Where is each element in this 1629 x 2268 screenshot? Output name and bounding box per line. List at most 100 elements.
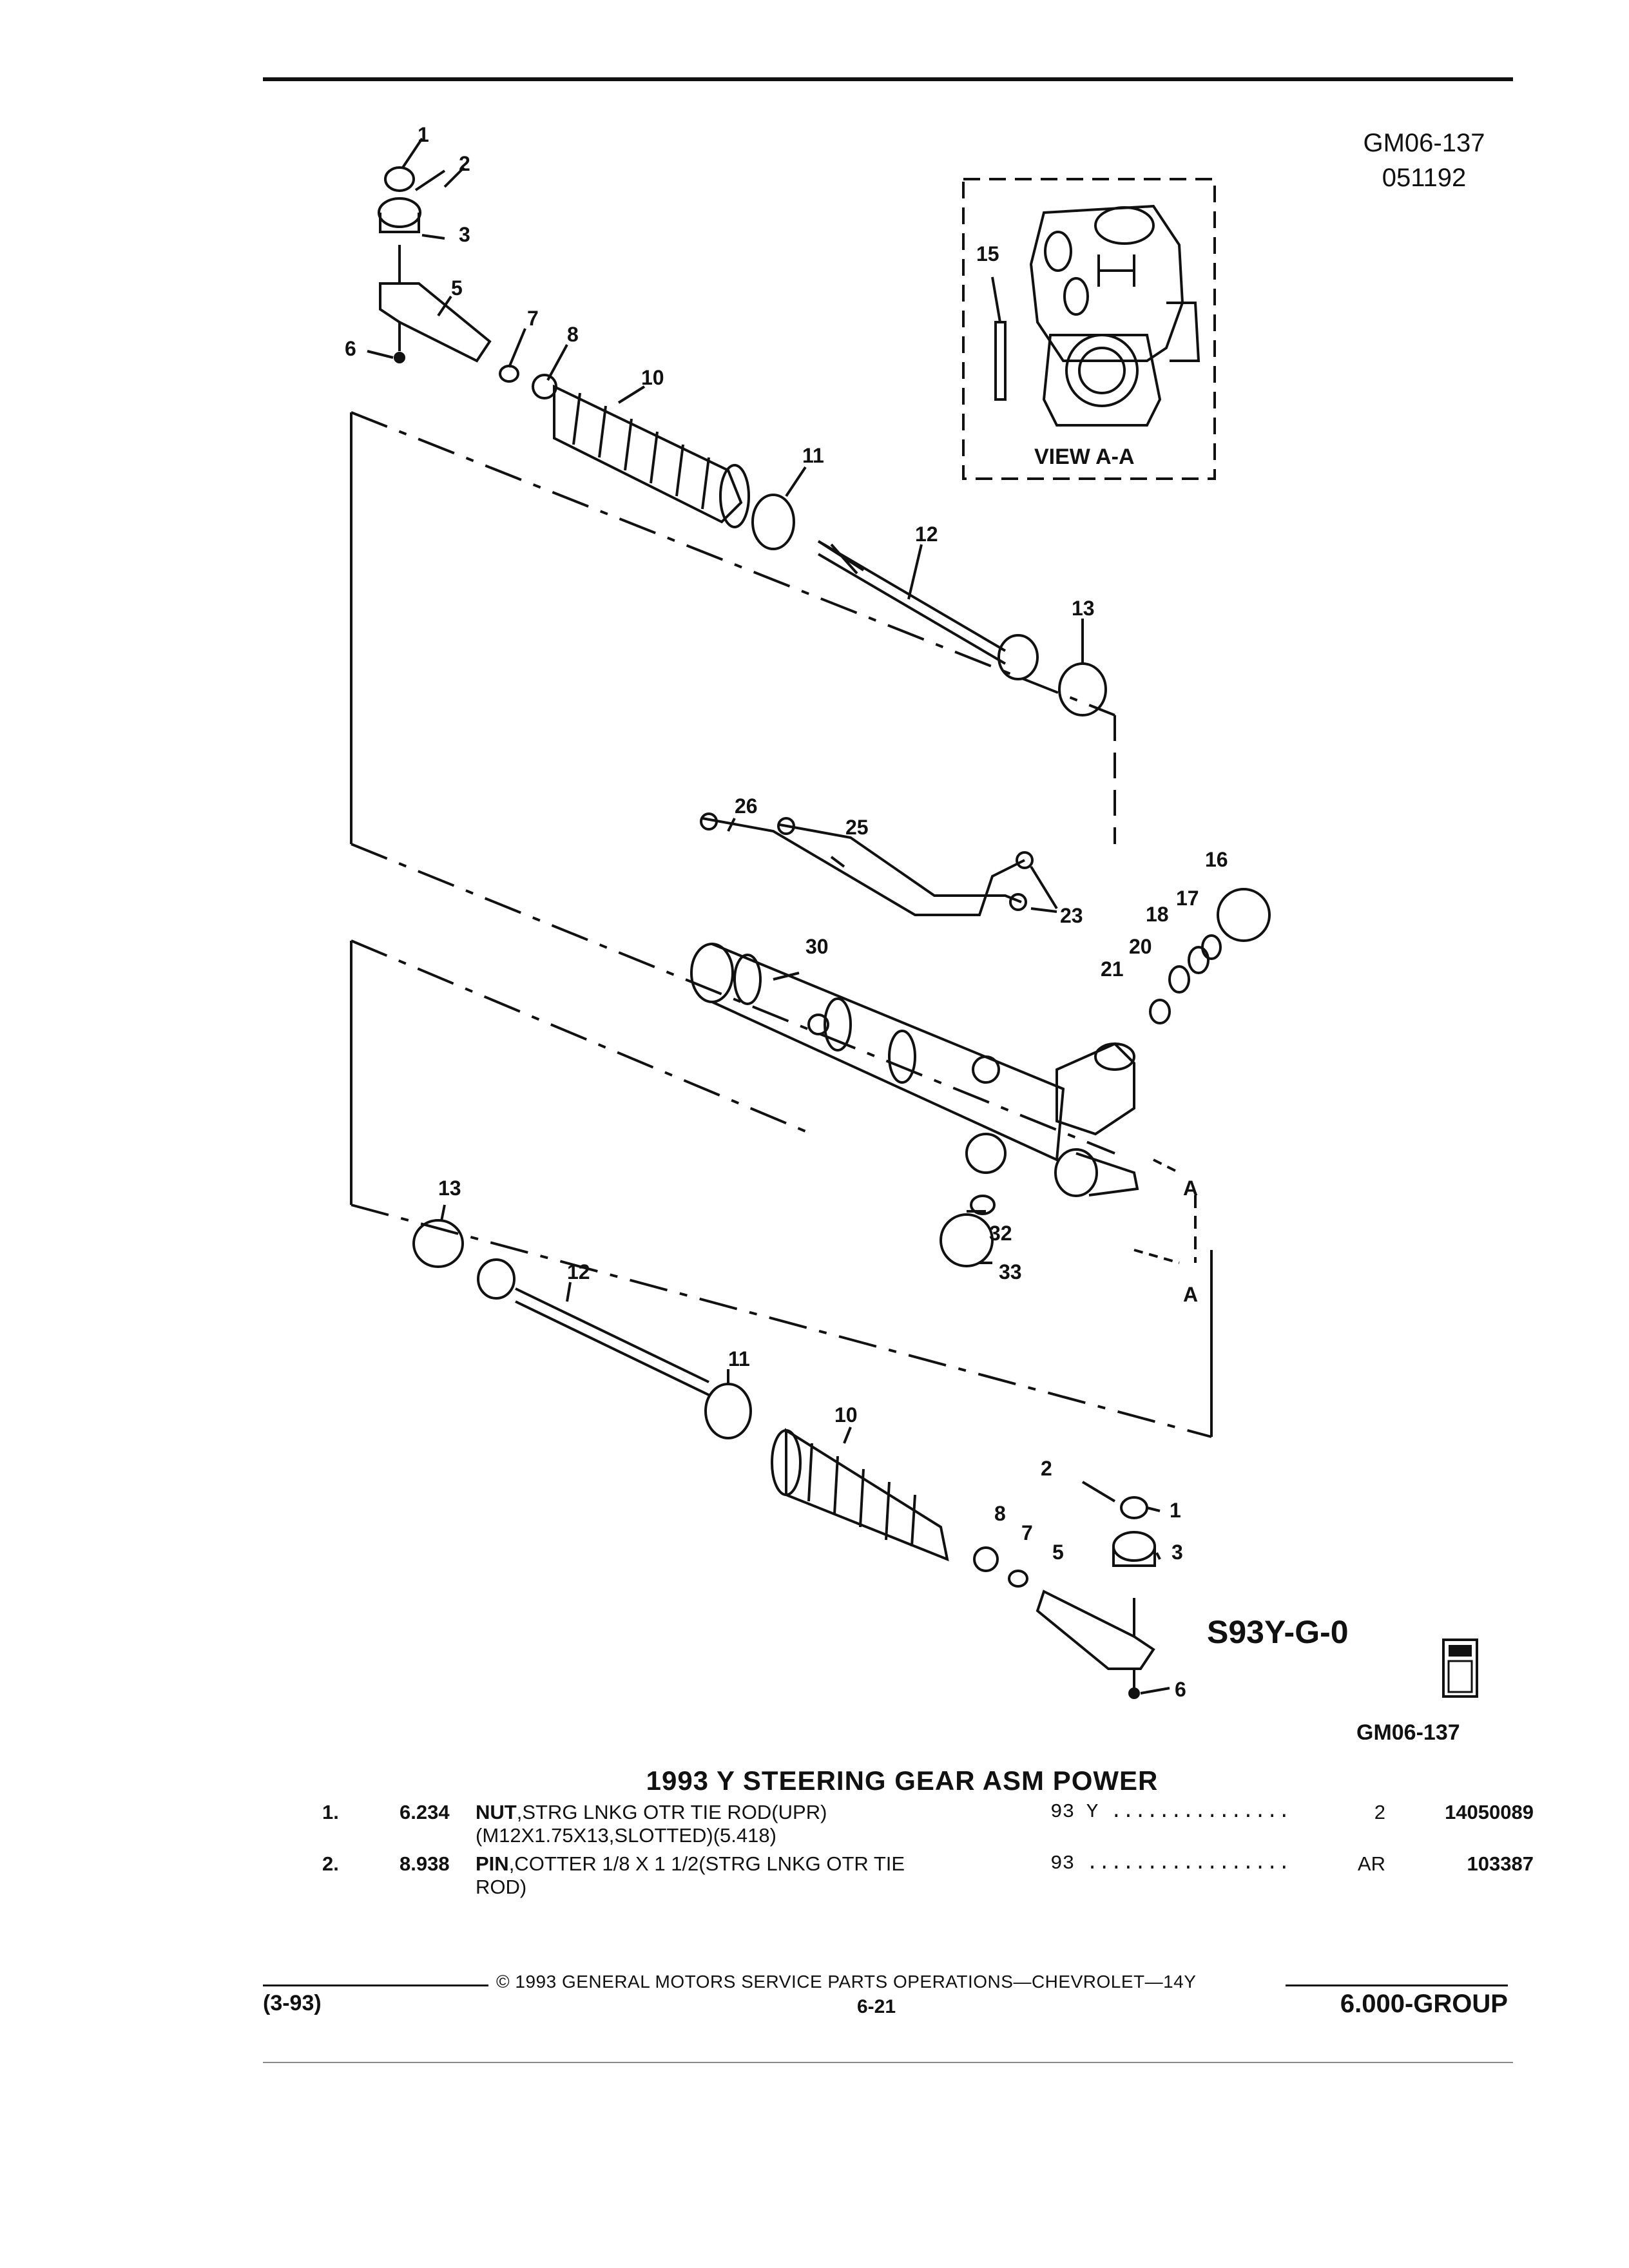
illustration-code: S93Y-G-0 bbox=[1207, 1614, 1349, 1650]
diagram-footer-code: GM06-137 bbox=[1356, 1720, 1460, 1740]
callout-12-lower: 12 bbox=[567, 1260, 590, 1283]
callout-3-upper: 3 bbox=[459, 223, 470, 246]
callout-1-lower: 1 bbox=[1170, 1499, 1181, 1522]
gm-spo-logo bbox=[1442, 1639, 1478, 1698]
part-row-number: 2. bbox=[322, 1852, 339, 1875]
lower-shock-damper-13 bbox=[412, 1219, 464, 1268]
part-row-description: PIN,COTTER 1/8 X 1 1/2(STRG LNKG OTR TIE… bbox=[476, 1852, 1004, 1899]
callout-5-lower: 5 bbox=[1052, 1541, 1064, 1564]
valve-assembly-drawing bbox=[1055, 1042, 1135, 1136]
callout-18: 18 bbox=[1146, 903, 1169, 926]
callout-7-lower: 7 bbox=[1021, 1521, 1033, 1544]
part-row-description: NUT,STRG LNKG OTR TIE ROD(UPR) (M12X1.75… bbox=[476, 1801, 1004, 1847]
section-title: 1993 Y STEERING GEAR ASM POWER bbox=[646, 1765, 1159, 1796]
part-row-qty: AR bbox=[1357, 1852, 1385, 1875]
top-rule bbox=[263, 77, 1513, 81]
fluid-line-26 bbox=[702, 817, 1025, 916]
part-row-part-number: 14050089 bbox=[1445, 1801, 1534, 1823]
seal-21 bbox=[1149, 999, 1171, 1024]
part-row-year: 93 ................. bbox=[1050, 1852, 1291, 1875]
lower-jam-nut-7 bbox=[1008, 1570, 1028, 1588]
part-desc-line2: (M12X1.75X13,SLOTTED)(5.418) bbox=[476, 1824, 776, 1847]
valve-body-drawing bbox=[1029, 204, 1200, 427]
callout-20: 20 bbox=[1129, 935, 1152, 958]
lower-inner-tie-rod-12-drawing bbox=[477, 1258, 709, 1396]
upper-frame-top-edge bbox=[351, 411, 1115, 716]
part-row-number: 1. bbox=[322, 1801, 339, 1823]
callout-13-upper: 13 bbox=[1072, 597, 1095, 620]
footer-copyright: © 1993 GENERAL MOTORS SERVICE PARTS OPER… bbox=[496, 1972, 1197, 1992]
header-date-code: 051192 bbox=[1382, 164, 1467, 192]
ring-17 bbox=[1201, 934, 1222, 960]
lower-tie-rod-end-drawing bbox=[1036, 1481, 1156, 1699]
part-row-qty: 2 bbox=[1374, 1801, 1385, 1823]
callout-6-upper: 6 bbox=[345, 337, 356, 360]
upper-shock-damper-13 bbox=[1058, 662, 1107, 716]
lower-clamp-11 bbox=[704, 1383, 752, 1439]
bearing-20 bbox=[1168, 965, 1190, 994]
callout-8-upper: 8 bbox=[567, 323, 579, 346]
callout-21: 21 bbox=[1101, 957, 1124, 981]
callout-10-lower: 10 bbox=[834, 1403, 858, 1427]
callout-23: 23 bbox=[1060, 904, 1083, 927]
footer-page-number: 6-21 bbox=[856, 1996, 896, 2017]
callout-3-lower: 3 bbox=[1171, 1541, 1183, 1564]
footer-rule-right bbox=[1286, 1984, 1508, 1986]
upper-boot-10-drawing bbox=[553, 384, 750, 528]
upper-adapter-8 bbox=[532, 374, 557, 399]
seal-18 bbox=[1188, 946, 1210, 974]
callout-6-lower: 6 bbox=[1175, 1678, 1186, 1701]
view-a-a-box bbox=[962, 178, 1216, 480]
part-row-index: 6.234 bbox=[400, 1801, 450, 1823]
upper-jam-nut-7 bbox=[499, 365, 519, 383]
part-row-part-number: 103387 bbox=[1467, 1852, 1534, 1875]
leader-15 bbox=[991, 276, 1001, 323]
section-marker-a-bottom: A bbox=[1183, 1283, 1198, 1306]
callout-2-lower: 2 bbox=[1041, 1457, 1052, 1480]
callout-5-upper: 5 bbox=[451, 276, 463, 300]
footer-rule-left bbox=[263, 1984, 488, 1986]
part-name: NUT bbox=[476, 1801, 517, 1823]
part-desc-line1: ,STRG LNKG OTR TIE ROD(UPR) bbox=[516, 1801, 827, 1823]
footer-group: 6.000-GROUP bbox=[1340, 1990, 1508, 2018]
upper-frame-bottom-edge bbox=[351, 843, 1115, 1155]
bottom-rule bbox=[263, 2062, 1513, 2063]
part-name: PIN bbox=[476, 1852, 509, 1875]
lower-adapter-8 bbox=[973, 1546, 999, 1572]
part-desc-line2: ROD) bbox=[476, 1876, 527, 1898]
callout-26: 26 bbox=[735, 794, 758, 818]
upper-inner-tie-rod-12-drawing bbox=[817, 540, 1039, 680]
footer-date: (3-93) bbox=[263, 1991, 322, 2015]
gear-housing-30-drawing bbox=[690, 943, 1139, 1197]
part-row-1: 1. 6.234 NUT,STRG LNKG OTR TIE ROD(UPR) … bbox=[322, 1801, 1534, 1852]
callout-16: 16 bbox=[1205, 848, 1228, 871]
section-marker-a-top: A bbox=[1183, 1177, 1198, 1200]
view-a-a-label: VIEW A-A bbox=[1034, 445, 1135, 469]
cap-33 bbox=[940, 1213, 994, 1267]
fluid-line-25 bbox=[779, 823, 1022, 903]
callout-33: 33 bbox=[999, 1260, 1022, 1283]
seal-16 bbox=[1217, 888, 1271, 942]
callout-7-upper: 7 bbox=[527, 307, 539, 330]
lower-frame-top-edge bbox=[351, 939, 813, 1135]
fitting-32 bbox=[970, 1195, 996, 1215]
steering-gear-exploded-diagram: 1 2 3 5 6 7 8 10 11 12 13 15 16 17 18 20… bbox=[345, 123, 1478, 1740]
callout-1-upper: 1 bbox=[418, 123, 429, 146]
callout-8-lower: 8 bbox=[994, 1502, 1006, 1525]
lower-frame-bottom-edge bbox=[351, 1204, 1212, 1438]
callout-30: 30 bbox=[805, 935, 829, 958]
callout-11-upper: 11 bbox=[802, 444, 824, 467]
callout-17: 17 bbox=[1176, 887, 1199, 910]
part-row-index: 8.938 bbox=[400, 1852, 450, 1875]
callout-2-upper: 2 bbox=[459, 152, 470, 175]
header-code: GM06-137 bbox=[1363, 129, 1485, 157]
callout-32: 32 bbox=[989, 1222, 1012, 1245]
upper-clamp-11 bbox=[751, 494, 795, 550]
callout-25: 25 bbox=[845, 816, 869, 839]
gasket-15-drawing bbox=[994, 321, 1007, 401]
lower-boot-10-drawing bbox=[771, 1428, 949, 1562]
callout-11-lower: 11 bbox=[728, 1347, 750, 1370]
upper-tie-rod-end-drawing bbox=[378, 166, 492, 363]
callout-10-upper: 10 bbox=[641, 366, 664, 389]
callout-15: 15 bbox=[976, 242, 999, 265]
